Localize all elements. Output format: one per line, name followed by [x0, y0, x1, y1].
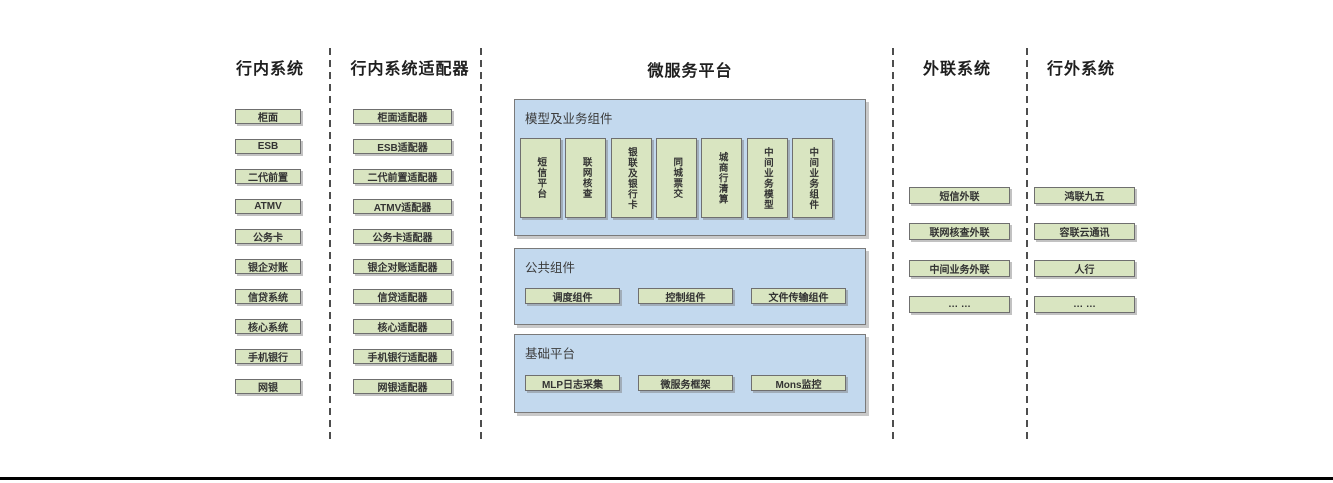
node-esb-adapter: ESB适配器 — [353, 139, 452, 154]
node-bank-enterprise-recon: 银企对账 — [235, 259, 301, 274]
group-label: 基础平台 — [525, 347, 576, 361]
column-divider-3 — [892, 48, 894, 444]
node-honglian-95: 鸿联九五 — [1034, 187, 1135, 204]
node-business-card: 公务卡 — [235, 229, 301, 244]
column-title-in-bank-systems: 行内系统 — [235, 61, 304, 78]
group-model-business-components: 模型及业务组件 短信平台 联网核查 银联及银行卡 同城票交 城商行清算 中间业务… — [514, 99, 866, 236]
node-intermediate-business-external: 中间业务外联 — [909, 260, 1010, 277]
group-label: 模型及业务组件 — [525, 112, 613, 126]
node-peoples-bank: 人行 — [1034, 260, 1135, 277]
node-sms-platform: 短信平台 — [520, 138, 561, 218]
node-sms-external: 短信外联 — [909, 187, 1010, 204]
node-second-gen-front-adapter: 二代前置适配器 — [353, 169, 452, 184]
node-core-system: 核心系统 — [235, 319, 301, 334]
column-divider-1 — [329, 48, 331, 444]
node-city-bill-exchange: 同城票交 — [655, 138, 697, 218]
column-divider-2 — [480, 48, 482, 444]
node-ronglian-cloud-comm: 容联云通讯 — [1034, 223, 1135, 240]
node-counter-adapter: 柜面适配器 — [353, 109, 452, 124]
node-core-adapter: 核心适配器 — [353, 319, 452, 334]
node-outside-ellipsis: … … — [1034, 296, 1135, 313]
bottom-border-line — [0, 477, 1333, 480]
group-common-components: 公共组件 调度组件 控制组件 文件传输组件 — [514, 248, 866, 325]
node-atmv: ATMV — [235, 199, 301, 214]
vertical-node-row: 短信平台 联网核查 银联及银行卡 同城票交 城商行清算 中间业务模型 中间业务组… — [520, 138, 833, 218]
column-title-microservice-platform: 微服务平台 — [647, 63, 733, 80]
column-title-in-bank-system-adapters: 行内系统适配器 — [350, 61, 470, 78]
node-esb: ESB — [235, 139, 301, 154]
column-title-outside-bank-systems: 行外系统 — [1046, 61, 1115, 78]
group-base-platform: 基础平台 MLP日志采集 微服务框架 Mons监控 — [514, 334, 866, 413]
node-external-ellipsis: … … — [909, 296, 1010, 313]
node-atmv-adapter: ATMV适配器 — [353, 199, 452, 214]
node-intermediate-business-component: 中间业务组件 — [791, 138, 833, 218]
node-city-commercial-clearing: 城商行清算 — [701, 138, 743, 218]
node-mobile-banking: 手机银行 — [235, 349, 301, 364]
node-intermediate-business-model: 中间业务模型 — [746, 138, 788, 218]
node-credit-system: 信贷系统 — [235, 289, 301, 304]
node-mlp-log-collection: MLP日志采集 — [525, 375, 620, 391]
node-online-banking-adapter: 网银适配器 — [353, 379, 452, 394]
group-label: 公共组件 — [525, 261, 576, 275]
node-counter-system: 柜面 — [235, 109, 301, 124]
node-file-transfer-component: 文件传输组件 — [751, 288, 846, 304]
column-divider-4 — [1026, 48, 1028, 444]
node-online-banking: 网银 — [235, 379, 301, 394]
node-second-gen-front: 二代前置 — [235, 169, 301, 184]
node-mons-monitoring: Mons监控 — [751, 375, 846, 391]
column-title-external-link-systems: 外联系统 — [922, 61, 991, 78]
node-control-component: 控制组件 — [638, 288, 733, 304]
node-microservice-framework: 微服务框架 — [638, 375, 733, 391]
node-unionpay-bankcard: 银联及银行卡 — [610, 138, 652, 218]
node-credit-adapter: 信贷适配器 — [353, 289, 452, 304]
node-mobile-banking-adapter: 手机银行适配器 — [353, 349, 452, 364]
node-business-card-adapter: 公务卡适配器 — [353, 229, 452, 244]
node-online-verification-external: 联网核查外联 — [909, 223, 1010, 240]
node-scheduling-component: 调度组件 — [525, 288, 620, 304]
node-online-verification: 联网核查 — [565, 138, 607, 218]
node-bank-enterprise-recon-adapter: 银企对账适配器 — [353, 259, 452, 274]
